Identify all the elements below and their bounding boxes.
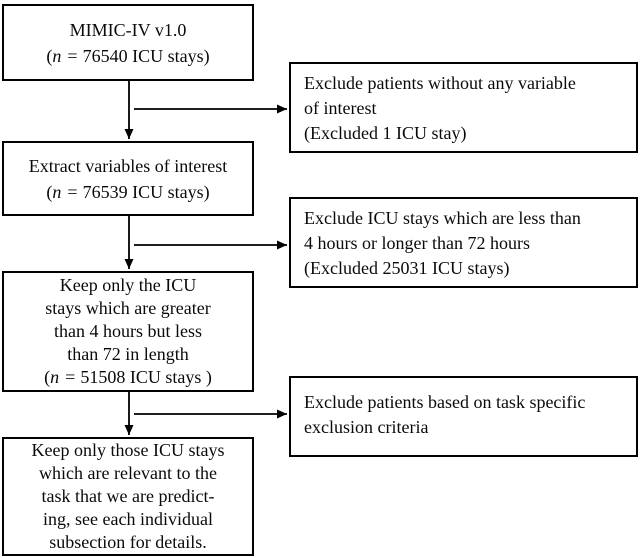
text-line: (n=76539 ICU stays) bbox=[46, 181, 210, 202]
flow-box-extract-variables: Extract variables of interest (n=76539 IC… bbox=[2, 141, 254, 216]
text-line: Keep only those ICU stays bbox=[31, 440, 225, 460]
exclusion-box-task-specific: Exclude patients based on task specific e… bbox=[289, 376, 638, 457]
text-line: Exclude patients based on task specific bbox=[304, 392, 586, 412]
text-line: Extract variables of interest bbox=[28, 155, 228, 176]
text-line: Keep only the ICU bbox=[59, 275, 197, 295]
text-line: of interest bbox=[304, 98, 377, 118]
text-line: Exclude patients without any variable bbox=[304, 73, 576, 93]
flow-box-mimic-dataset: MIMIC-IV v1.0 (n=76540 ICU stays) bbox=[2, 4, 254, 81]
text-line: task that we are predict- bbox=[41, 486, 215, 506]
text-line: which are relevant to the bbox=[39, 463, 217, 483]
text-line: than 4 hours but less bbox=[54, 321, 202, 341]
exclusion-box-no-variables: Exclude patients without any variable of … bbox=[289, 62, 638, 153]
text-line: Exclude ICU stays which are less than bbox=[304, 208, 581, 228]
text-line: subsection for details. bbox=[49, 532, 207, 552]
text-line: than 72 in length bbox=[67, 344, 189, 364]
flow-box-keep-task-relevant: Keep only those ICU stays which are relev… bbox=[2, 437, 254, 556]
text-line: MIMIC-IV v1.0 bbox=[69, 19, 187, 40]
text-line: exclusion criteria bbox=[304, 417, 429, 437]
text-line: (Excluded 1 ICU stay) bbox=[304, 123, 467, 143]
text-line: (n=76540 ICU stays) bbox=[46, 45, 210, 66]
text-line: (Excluded 25031 ICU stays) bbox=[304, 258, 510, 278]
text-line: stays which are greater bbox=[45, 298, 211, 318]
text-line: ing, see each individual bbox=[43, 509, 213, 529]
exclusion-box-length-criteria: Exclude ICU stays which are less than 4 h… bbox=[289, 197, 638, 288]
text-line: (n=51508 ICU stays ) bbox=[44, 367, 212, 387]
text-line: 4 hours or longer than 72 hours bbox=[304, 233, 530, 253]
flow-box-keep-length-filtered: Keep only the ICU stays which are greater… bbox=[2, 271, 254, 392]
